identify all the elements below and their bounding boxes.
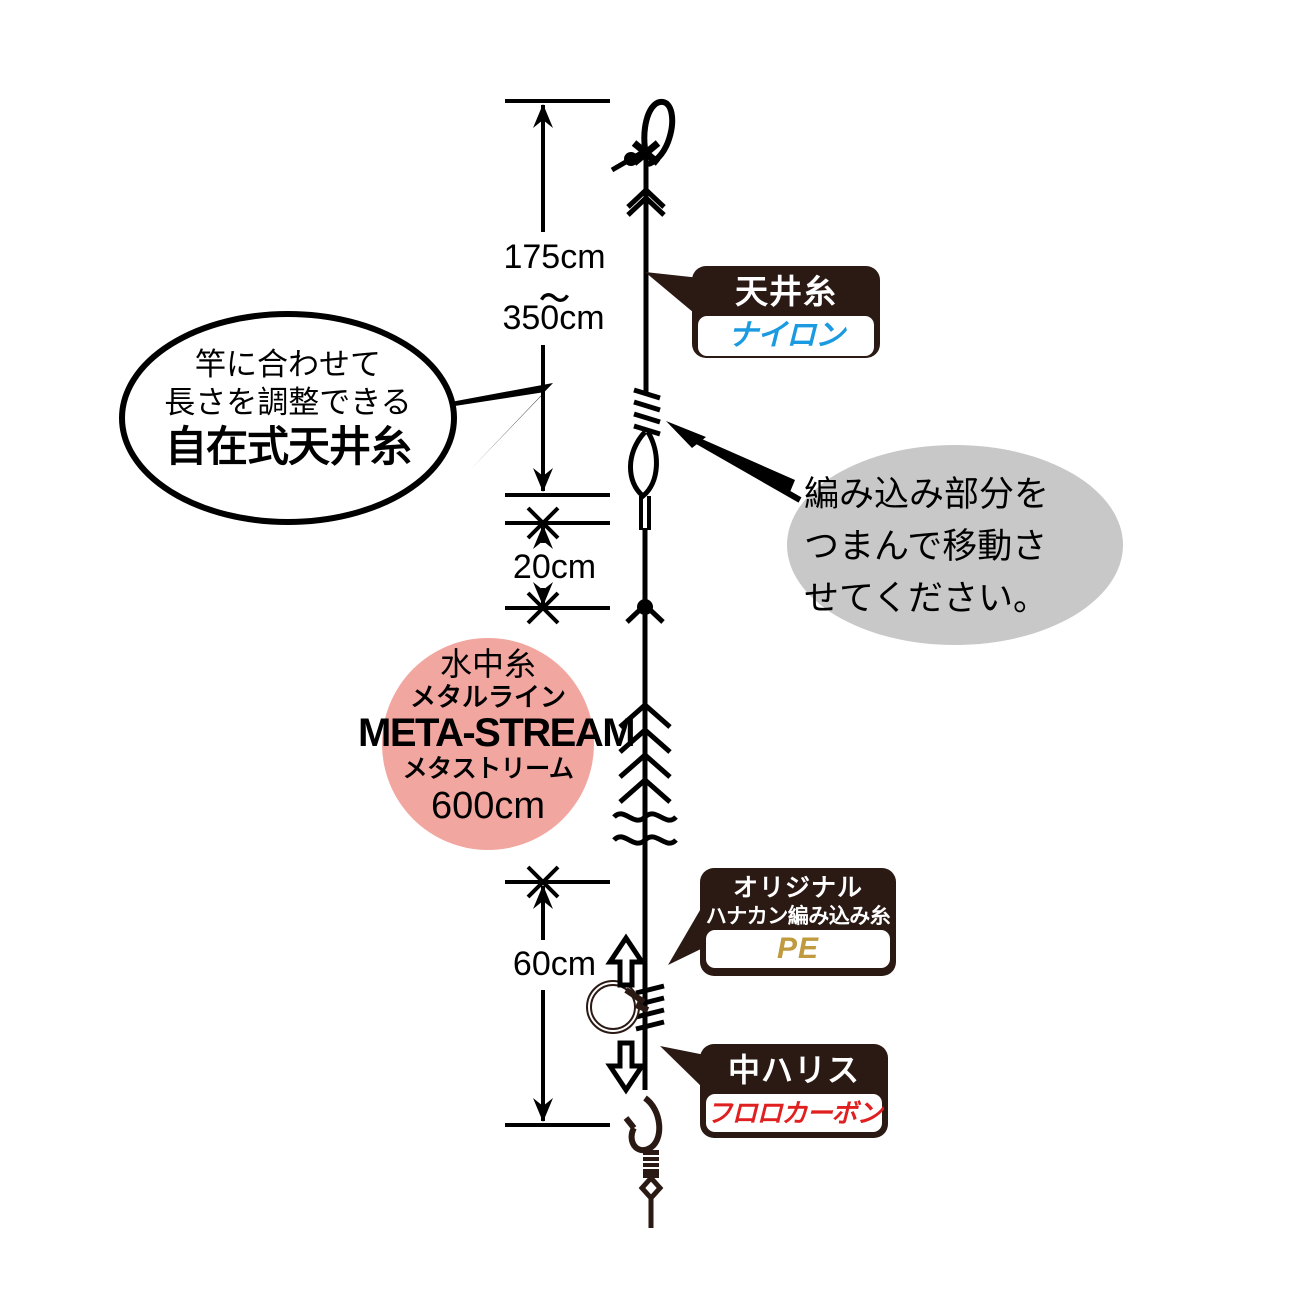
pink-line1: 水中糸 [439, 646, 536, 682]
gray-callout-line1: 編み込み部分を [804, 475, 1050, 514]
left-callout-line2: 長さを調整できる [164, 385, 412, 420]
hanakan-ring-icon [586, 980, 650, 1034]
dimension-guides [505, 99, 610, 1127]
gray-callout: 編み込み部分を つまんで移動さ せてください。 [790, 455, 1120, 635]
hook-icon [623, 1095, 663, 1153]
left-callout-line1: 竿に合わせて [195, 347, 381, 382]
dimension-20cm: 20cm [512, 548, 597, 586]
top-loop-icon [641, 98, 676, 167]
gray-callout-line2: つまんで移動さ [804, 527, 1048, 566]
left-callout-pointer [300, 383, 553, 470]
tag-pe: オリジナル ハナカン編み込み糸 PE [700, 868, 896, 976]
dimension-range-separator: 〜 [539, 283, 570, 316]
pink-circle-shape [382, 638, 594, 850]
pink-line2: メタルライン [409, 682, 566, 712]
tag-nakaharisu-material: フロロカーボン [706, 1094, 883, 1132]
chevron-marks-icon [626, 186, 666, 217]
tag-tenjoito-material: ナイロン [698, 316, 874, 356]
tag-pe-title1: オリジナル [732, 874, 863, 902]
arrow-down-icon [605, 1040, 647, 1095]
tenjoito-tag-pointer [645, 272, 700, 318]
left-callout-line3: 自在式天井糸 [164, 423, 412, 470]
gray-callout-shape [666, 421, 1123, 645]
tag-tenjoito-title: 天井糸 [735, 273, 837, 310]
pink-circle-label: 水中糸 メタルライン META-STREAM メタストリーム 600cm [358, 638, 636, 850]
tag-nakaharisu-title: 中ハリス [727, 1052, 860, 1088]
tag-tenjoito: 天井糸 ナイロン [692, 266, 880, 358]
left-callout: 竿に合わせて 長さを調整できる 自在式天井糸 [118, 318, 458, 518]
dimension-350cm: 350cm [502, 299, 605, 337]
gray-callout-line3: せてください。 [804, 579, 1048, 618]
sakasa-pin-icon [638, 1150, 664, 1228]
pink-line4: メタストリーム [402, 755, 574, 783]
rig-line [586, 98, 678, 1228]
chevron-stack-icon [618, 701, 672, 804]
braided-knot-icon [633, 387, 661, 437]
harisu-tag-pointer [660, 1046, 705, 1090]
tag-pe-material: PE [706, 930, 890, 968]
left-callout-shape [119, 311, 553, 525]
dimension-60cm: 60cm [512, 945, 597, 983]
arrow-up-icon [605, 933, 647, 988]
pink-line5-length: 600cm [430, 785, 546, 827]
dimension-175cm: 175cm [503, 238, 606, 276]
adjust-loop-icon [628, 430, 659, 500]
tag-nakaharisu: 中ハリス フロロカーボン [700, 1044, 888, 1138]
tag-pe-title2: ハナカン編み込み糸 [705, 905, 891, 928]
pink-line3-product-name: META-STREAM [358, 711, 636, 755]
wavy-break-icon [612, 811, 678, 846]
